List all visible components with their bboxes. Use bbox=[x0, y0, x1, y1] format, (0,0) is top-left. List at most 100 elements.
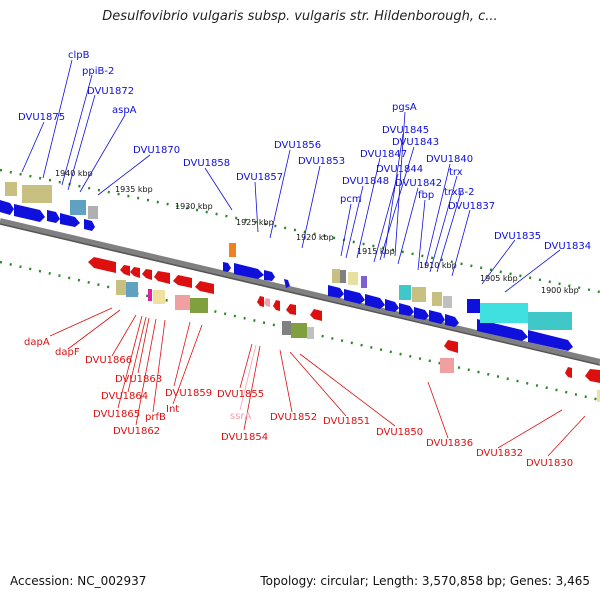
gene-arrow[interactable] bbox=[154, 271, 170, 284]
gene-arrow[interactable] bbox=[14, 204, 45, 222]
gene-label[interactable]: trx bbox=[449, 167, 463, 178]
gene-arrow[interactable] bbox=[286, 304, 296, 315]
gene-label[interactable]: DVU1858 bbox=[183, 158, 230, 169]
gene-arrow[interactable] bbox=[195, 281, 214, 294]
kbp-label[interactable]: 1935 kbp bbox=[115, 185, 153, 194]
gene-arrow[interactable] bbox=[565, 367, 572, 378]
gene-arrow[interactable] bbox=[429, 310, 445, 324]
gene-label[interactable]: DVU1842 bbox=[395, 178, 442, 189]
gene-arrow[interactable] bbox=[60, 213, 80, 227]
gene-arrow[interactable] bbox=[365, 294, 385, 309]
gene-label[interactable]: dapA bbox=[24, 337, 50, 348]
gene-box[interactable] bbox=[528, 312, 572, 330]
gene-label[interactable]: DVU1837 bbox=[448, 201, 495, 212]
gene-box[interactable] bbox=[282, 321, 291, 335]
gene-box[interactable] bbox=[22, 185, 52, 203]
gene-arrow[interactable] bbox=[328, 285, 344, 298]
gene-label[interactable]: clpB bbox=[68, 50, 90, 61]
gene-arrow[interactable] bbox=[88, 257, 116, 273]
gene-arrow[interactable] bbox=[585, 369, 600, 383]
gene-label[interactable]: DVU1847 bbox=[360, 149, 407, 160]
gene-arrow[interactable] bbox=[257, 296, 264, 307]
gene-label[interactable]: ppiB-2 bbox=[82, 66, 114, 77]
gene-box[interactable] bbox=[190, 298, 208, 313]
gene-box[interactable] bbox=[432, 292, 442, 306]
gene-arrow[interactable] bbox=[84, 219, 95, 231]
gene-box[interactable] bbox=[332, 269, 340, 283]
gene-label[interactable]: DVU1856 bbox=[274, 140, 321, 151]
gene-label[interactable]: pcm bbox=[340, 194, 362, 205]
gene-label[interactable]: DVU1835 bbox=[494, 231, 541, 242]
gene-label[interactable]: prfB bbox=[145, 412, 166, 423]
gene-label[interactable]: trxB-2 bbox=[444, 187, 475, 198]
gene-box[interactable] bbox=[5, 182, 17, 196]
gene-box[interactable] bbox=[412, 287, 426, 302]
gene-label[interactable]: DVU1854 bbox=[221, 432, 268, 443]
gene-label[interactable]: DVU1851 bbox=[323, 416, 370, 427]
gene-label[interactable]: DVU1870 bbox=[133, 145, 180, 156]
gene-label[interactable]: DVU1845 bbox=[382, 125, 429, 136]
gene-box[interactable] bbox=[340, 270, 346, 283]
kbp-label[interactable]: 1910 kbp bbox=[419, 261, 457, 270]
gene-arrow[interactable] bbox=[130, 267, 140, 278]
gene-box[interactable] bbox=[348, 272, 358, 285]
gene-label[interactable]: dapF bbox=[55, 347, 80, 358]
gene-arrow[interactable] bbox=[223, 262, 231, 272]
reverse-gene-labels[interactable]: dapA dapF DVU1866 DVU1863 DVU1859 DVU186… bbox=[24, 337, 573, 469]
kbp-label[interactable]: 1915 kbp bbox=[357, 247, 395, 256]
gene-label[interactable]: DVU1834 bbox=[544, 241, 591, 252]
gene-box[interactable] bbox=[153, 290, 165, 304]
gene-label[interactable]: DVU1864 bbox=[101, 391, 148, 402]
gene-arrow[interactable] bbox=[528, 330, 573, 351]
gene-label[interactable]: fbp bbox=[418, 190, 434, 201]
gene-box[interactable] bbox=[597, 390, 600, 402]
kbp-label[interactable]: 1905 kbp bbox=[480, 274, 518, 283]
gene-label[interactable]: DVU1863 bbox=[115, 374, 162, 385]
gene-label[interactable]: DVU1872 bbox=[87, 86, 134, 97]
gene-arrow[interactable] bbox=[173, 275, 192, 288]
gene-label[interactable]: Int bbox=[166, 404, 179, 415]
gene-arrow[interactable] bbox=[264, 298, 270, 307]
kbp-label[interactable]: 1925 kbp bbox=[236, 218, 274, 227]
gene-label[interactable]: DVU1862 bbox=[113, 426, 160, 437]
gene-arrow[interactable] bbox=[264, 270, 275, 281]
gene-arrow[interactable] bbox=[477, 319, 528, 341]
gene-arrow[interactable] bbox=[120, 265, 130, 276]
gene-box[interactable] bbox=[88, 206, 98, 219]
gene-label[interactable]: DVU1843 bbox=[392, 137, 439, 148]
gene-label[interactable]: DVU1855 bbox=[217, 389, 264, 400]
gene-box[interactable] bbox=[480, 303, 528, 323]
gene-box[interactable] bbox=[148, 289, 152, 301]
gene-label[interactable]: pgsA bbox=[392, 102, 417, 113]
gene-box[interactable] bbox=[116, 280, 126, 295]
gene-label[interactable]: DVU1866 bbox=[85, 355, 132, 366]
gene-box[interactable] bbox=[443, 296, 452, 308]
gene-label[interactable]: DVU1857 bbox=[236, 172, 283, 183]
gene-box[interactable] bbox=[467, 299, 480, 313]
gene-box[interactable] bbox=[229, 243, 236, 257]
gene-box[interactable] bbox=[175, 295, 190, 310]
gene-arrow[interactable] bbox=[0, 200, 14, 215]
kbp-label[interactable]: 1900 kbp bbox=[541, 286, 579, 295]
reverse-genes[interactable] bbox=[88, 257, 600, 402]
gene-box[interactable] bbox=[399, 285, 411, 300]
kbp-label[interactable]: 1940 kbp bbox=[55, 169, 93, 178]
gene-box[interactable] bbox=[126, 282, 138, 297]
gene-arrow[interactable] bbox=[310, 309, 322, 321]
gene-label[interactable]: DVU1840 bbox=[426, 154, 473, 165]
gene-label-rna[interactable]: ssrA bbox=[230, 411, 252, 422]
gene-arrow[interactable] bbox=[385, 299, 399, 312]
gene-box[interactable] bbox=[291, 323, 307, 338]
gene-arrow[interactable] bbox=[444, 340, 458, 353]
gene-box[interactable] bbox=[307, 327, 314, 339]
gene-label[interactable]: DVU1844 bbox=[376, 164, 423, 175]
gene-label[interactable]: DVU1836 bbox=[426, 438, 473, 449]
gene-label[interactable]: aspA bbox=[112, 105, 137, 116]
gene-label[interactable]: DVU1875 bbox=[18, 112, 65, 123]
gene-label[interactable]: DVU1852 bbox=[270, 412, 317, 423]
gene-arrow[interactable] bbox=[399, 303, 414, 316]
gene-arrow[interactable] bbox=[47, 210, 60, 223]
gene-label[interactable]: DVU1832 bbox=[476, 448, 523, 459]
gene-box[interactable] bbox=[440, 358, 454, 373]
gene-arrow[interactable] bbox=[414, 307, 429, 320]
